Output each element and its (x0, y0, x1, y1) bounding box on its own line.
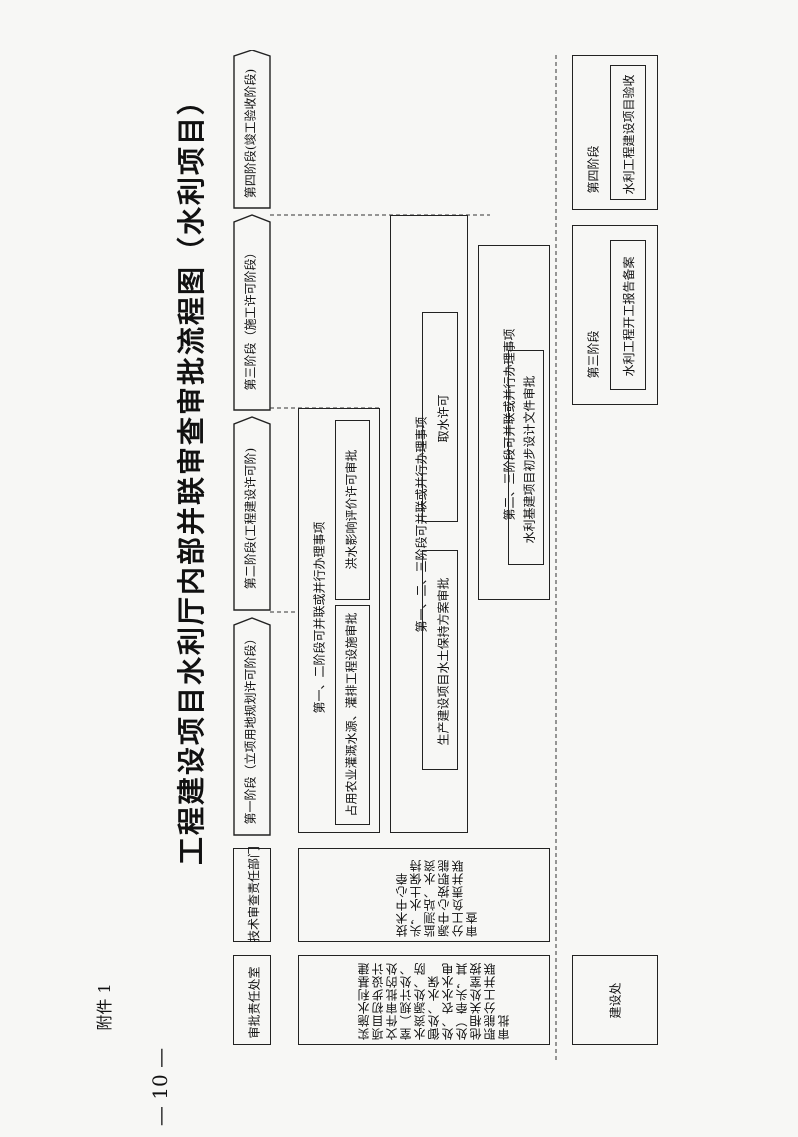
construction-dept-box: 建设处 (572, 955, 658, 1045)
stage3-arrow (233, 214, 271, 411)
group-stage12: 第一、二阶段可并联或并行办理事项 (298, 408, 380, 833)
group-fourth-stage: 第四阶段 (572, 55, 658, 210)
group-stage23: 第二、三阶段可并联或并行办理事项 (478, 245, 550, 600)
stage1-arrow (233, 617, 271, 836)
item-soil-label: 生产建设项目水土保持方案审批 (436, 577, 451, 746)
item-start-report: 水利工程开工报告备案 (610, 240, 646, 390)
stage2-arrow (233, 416, 271, 611)
tech-dept-label-box: 技术审查责任部门 (233, 846, 271, 942)
approval-dept-label-box: 审批责任处室 (233, 955, 271, 1045)
item-water-permit-label: 取水许可 (436, 394, 451, 443)
item-irrigation: 占用农业灌溉水源、灌排工程设施审批 (335, 605, 370, 825)
group-stage12-label: 第一、二阶段可并联或并行办理事项 (312, 521, 327, 714)
item-irrigation-label: 占用农业灌溉水源、灌排工程设施审批 (344, 612, 359, 817)
item-preliminary-design: 水利基建项目初步设计文件审批 (508, 350, 544, 565)
tech-desc-box: 技术中心牵头，水土保持监测站、水资源中心按职能分工负责并联审查 (298, 848, 550, 942)
item-start-report-label: 水利工程开工报告备案 (622, 256, 636, 377)
group-third-stage: 第三阶段 (572, 225, 658, 405)
group-stage123: 第一、二、三阶段可并联或并行办理事项 (390, 215, 468, 833)
item-acceptance-label: 水利工程建设项目验收 (622, 74, 636, 195)
item-flood-label: 洪水影响评价许可审批 (344, 449, 359, 570)
item-preliminary-design-label: 水利基建项目初步设计文件审批 (522, 375, 537, 544)
stage4-arrow (233, 50, 271, 209)
third-stage-label: 第三阶段 (586, 330, 601, 379)
item-flood: 洪水影响评价许可审批 (335, 420, 370, 600)
item-acceptance: 水利工程建设项目验收 (610, 65, 646, 200)
item-water-permit: 取水许可 (422, 312, 458, 522)
stage-arrows (233, 50, 271, 836)
fourth-stage-label: 第四阶段 (586, 145, 601, 194)
approval-desc-box: 实施水利基建项目初步设计文件审批的处室（规计处、水资源处、防御处、水保处、农水水… (298, 955, 550, 1045)
item-soil: 生产建设项目水土保持方案审批 (422, 550, 458, 770)
